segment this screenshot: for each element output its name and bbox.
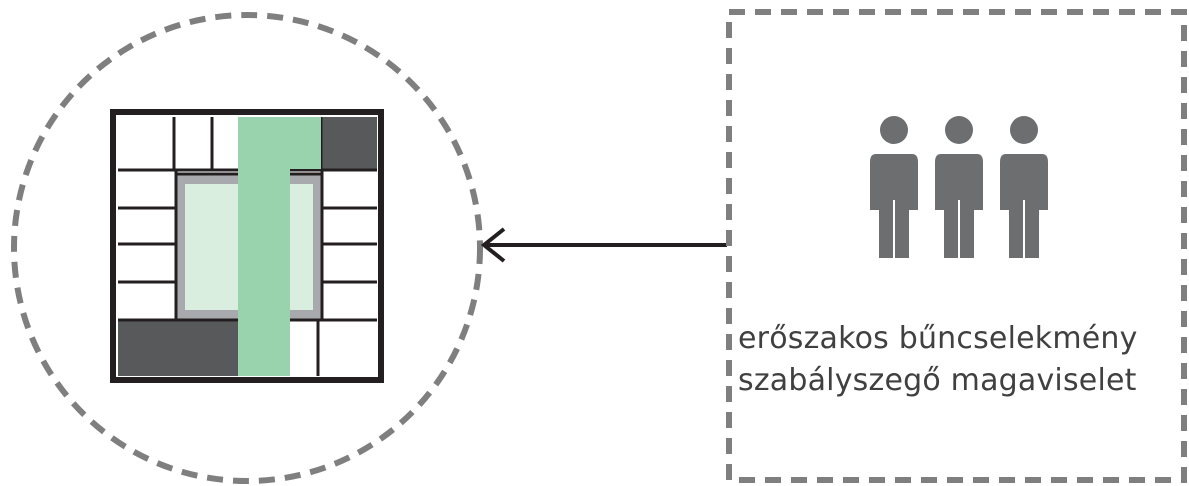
dark-cell-top-right bbox=[321, 117, 377, 169]
dashed-circle bbox=[11, 12, 483, 484]
person-icon bbox=[870, 116, 918, 258]
caption-line-1: erőszakos bűncselekmény bbox=[738, 321, 1138, 356]
dark-cell-bottom-left bbox=[118, 320, 238, 376]
caption: erőszakos bűncselekmény szabályszegő mag… bbox=[738, 318, 1178, 402]
people-group bbox=[870, 116, 1048, 258]
caption-line-2: szabályszegő magaviselet bbox=[738, 363, 1137, 398]
person-icon bbox=[935, 116, 983, 258]
person-icon bbox=[1000, 116, 1048, 258]
building-plan-icon bbox=[110, 109, 384, 383]
dashed-box bbox=[726, 9, 1187, 483]
green-stripe bbox=[238, 117, 321, 376]
arrow-left-icon bbox=[480, 227, 727, 263]
